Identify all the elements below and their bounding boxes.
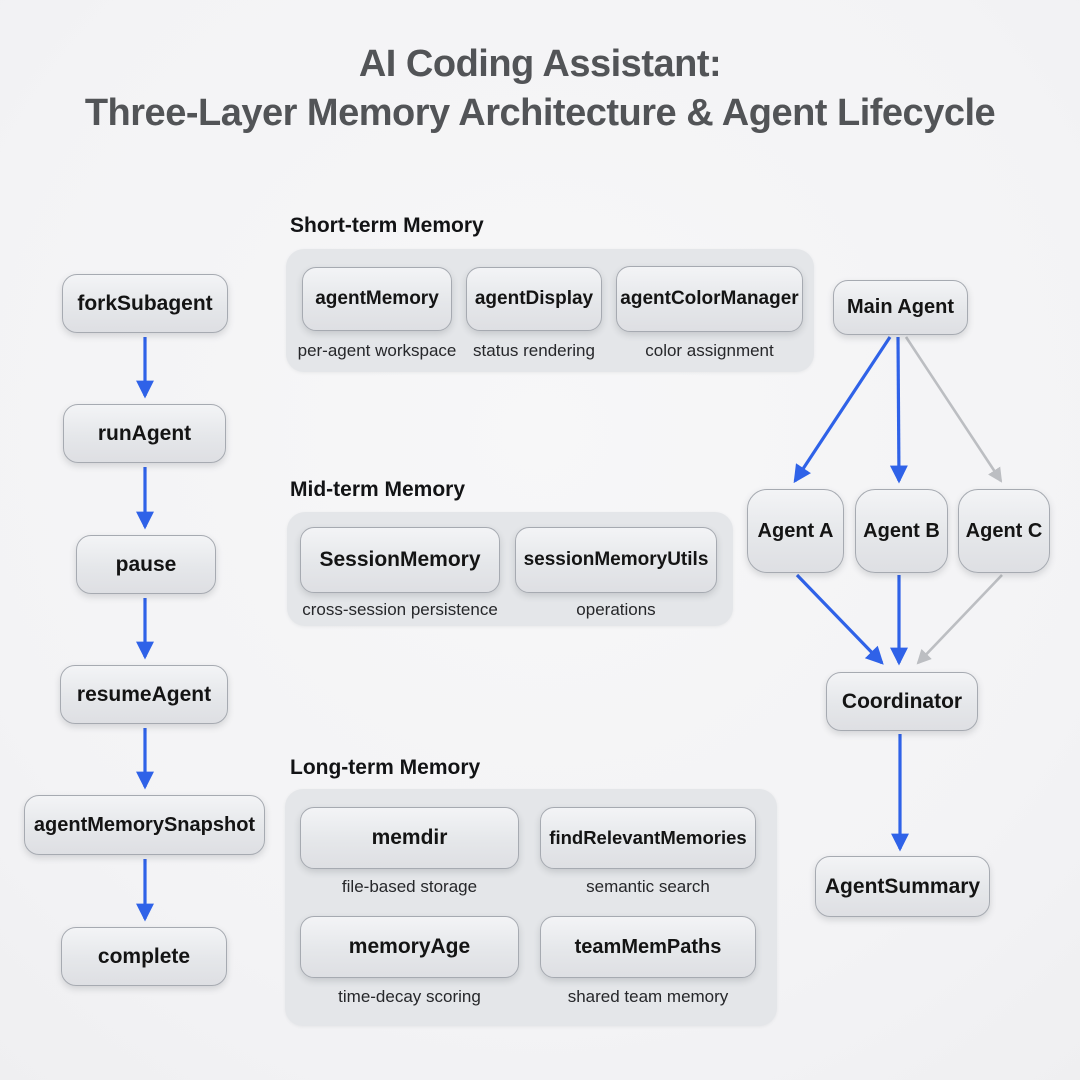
module-agentcolormanager: agentColorManager — [616, 266, 803, 332]
layer-title-long-term: Long-term Memory — [290, 756, 481, 779]
module-agentmemory: agentMemory — [302, 267, 452, 331]
module-findrelevantmemories: findRelevantMemories — [540, 807, 756, 869]
layer-title-short-term: Short-term Memory — [290, 214, 484, 237]
lifecycle-node-agentmemorysnapshot: agentMemorySnapshot — [24, 795, 265, 855]
lifecycle-node-resumeagent: resumeAgent — [60, 665, 228, 724]
layer-title-mid-term: Mid-term Memory — [290, 478, 466, 501]
module-caption-sessionmemoryutils: operations — [576, 600, 656, 619]
flow-node-agenta: Agent A — [747, 489, 844, 573]
lifecycle-node-forksubagent: forkSubagent — [62, 274, 228, 333]
module-memoryage: memoryAge — [300, 916, 519, 978]
flow-node-coordinator: Coordinator — [826, 672, 978, 731]
flow-node-mainagent: Main Agent — [833, 280, 968, 335]
module-teammempaths: teamMemPaths — [540, 916, 756, 978]
lifecycle-node-complete: complete — [61, 927, 227, 986]
page-title-line2: Three-Layer Memory Architecture & Agent … — [84, 91, 996, 134]
module-caption-memdir: file-based storage — [341, 877, 478, 896]
flow-node-agentc: Agent C — [958, 489, 1050, 573]
edge-mainagent-agentc — [904, 336, 1003, 483]
page-title: AI Coding Assistant: Three-Layer Memory … — [0, 40, 1080, 137]
module-caption-agentmemory: per-agent workspace — [297, 341, 457, 360]
module-caption-memoryage: time-decay scoring — [338, 987, 481, 1006]
module-agentdisplay: agentDisplay — [466, 267, 602, 331]
flow-node-agentb: Agent B — [855, 489, 948, 573]
lifecycle-node-runagent: runAgent — [63, 404, 226, 463]
edge-agenta-coordinator — [795, 573, 884, 665]
module-caption-findrelevantmemories: semantic search — [586, 877, 710, 896]
module-caption-teammempaths: shared team memory — [567, 987, 729, 1006]
edge-mainagent-agentb — [889, 336, 908, 484]
flow-node-agentsummary: AgentSummary — [815, 856, 990, 917]
module-memdir: memdir — [300, 807, 519, 869]
lifecycle-node-pause: pause — [76, 535, 216, 594]
module-sessionmemoryutils: sessionMemoryUtils — [515, 527, 717, 593]
edge-agentc-coordinator — [916, 574, 1003, 665]
module-sessionmemory: SessionMemory — [300, 527, 500, 593]
module-caption-agentcolormanager: color assignment — [645, 341, 774, 360]
module-caption-agentdisplay: status rendering — [473, 341, 595, 360]
page-title-line1: AI Coding Assistant: — [358, 43, 722, 85]
module-caption-sessionmemory: cross-session persistence — [302, 600, 498, 619]
